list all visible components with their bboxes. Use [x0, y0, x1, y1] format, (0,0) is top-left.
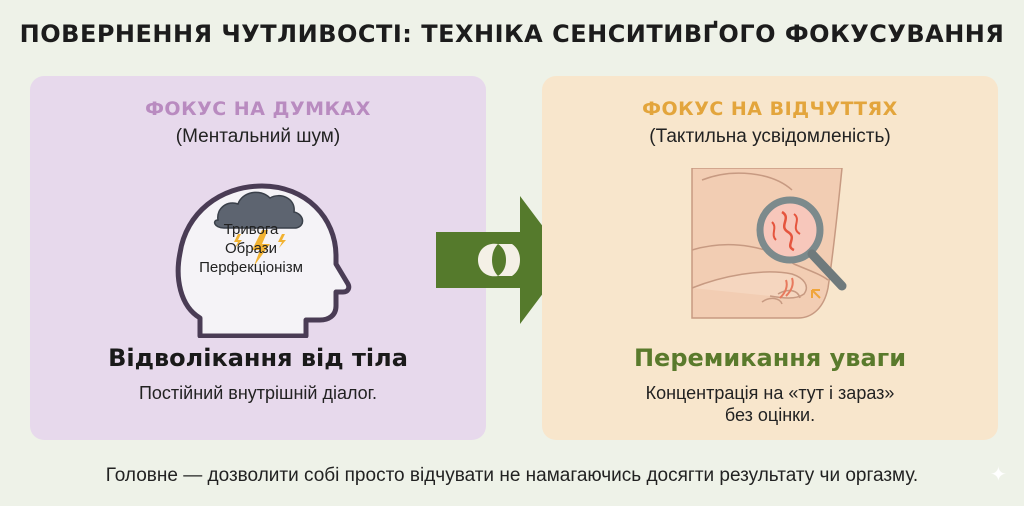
- thoughts-focus-panel: ФОКУС НА ДУМКАХ (Ментальний шум) Тривога…: [30, 76, 486, 440]
- description-line: Концентрація на «тут і зараз»: [645, 383, 895, 403]
- thoughts-focus-subheading: (Ментальний шум): [175, 126, 341, 147]
- head-word: Перфекціонізм: [199, 259, 303, 276]
- page-title: ПОВЕРНЕННЯ ЧУТЛИВОСТІ: ТЕХНІКА СЕНСИТИВҐ…: [19, 20, 1005, 48]
- sensations-focus-heading: ФОКУС НА ВІДЧУТТЯХ: [642, 98, 898, 120]
- sparkle-icon: ✦: [990, 464, 1007, 486]
- switch-arrow-icon: [436, 196, 568, 324]
- head-illustration: [175, 183, 352, 338]
- thoughts-focus-heading: ФОКУС НА ДУМКАХ: [145, 98, 371, 120]
- storm-cloud-icon: [213, 191, 304, 229]
- description-line: без оцінки.: [724, 405, 816, 425]
- thoughts-focus-description: Постійний внутрішній діалог.: [138, 383, 378, 403]
- lightning-icon: [234, 230, 286, 266]
- touch-illustration: [691, 168, 847, 319]
- sensations-focus-title: Перемикання уваги: [633, 344, 907, 372]
- head-word: Тривога: [223, 221, 279, 238]
- sensations-focus-description: Концентрація на «тут і зараз» без оцінки…: [542, 382, 998, 426]
- thoughts-focus-title: Відволікання від тіла: [108, 344, 408, 372]
- head-word: Образи: [224, 240, 278, 257]
- sensations-focus-panel: ФОКУС НА ВІДЧУТТЯХ (Тактильна усвідомлен…: [542, 76, 998, 440]
- sensations-focus-subheading: (Тактильна усвідомленість): [649, 126, 891, 147]
- head-word-list: Тривога Образи Перфекціонізм: [30, 220, 486, 277]
- footer-note: Головне — дозволити собі просто відчуват…: [105, 465, 919, 486]
- magnifier-icon: [756, 196, 847, 291]
